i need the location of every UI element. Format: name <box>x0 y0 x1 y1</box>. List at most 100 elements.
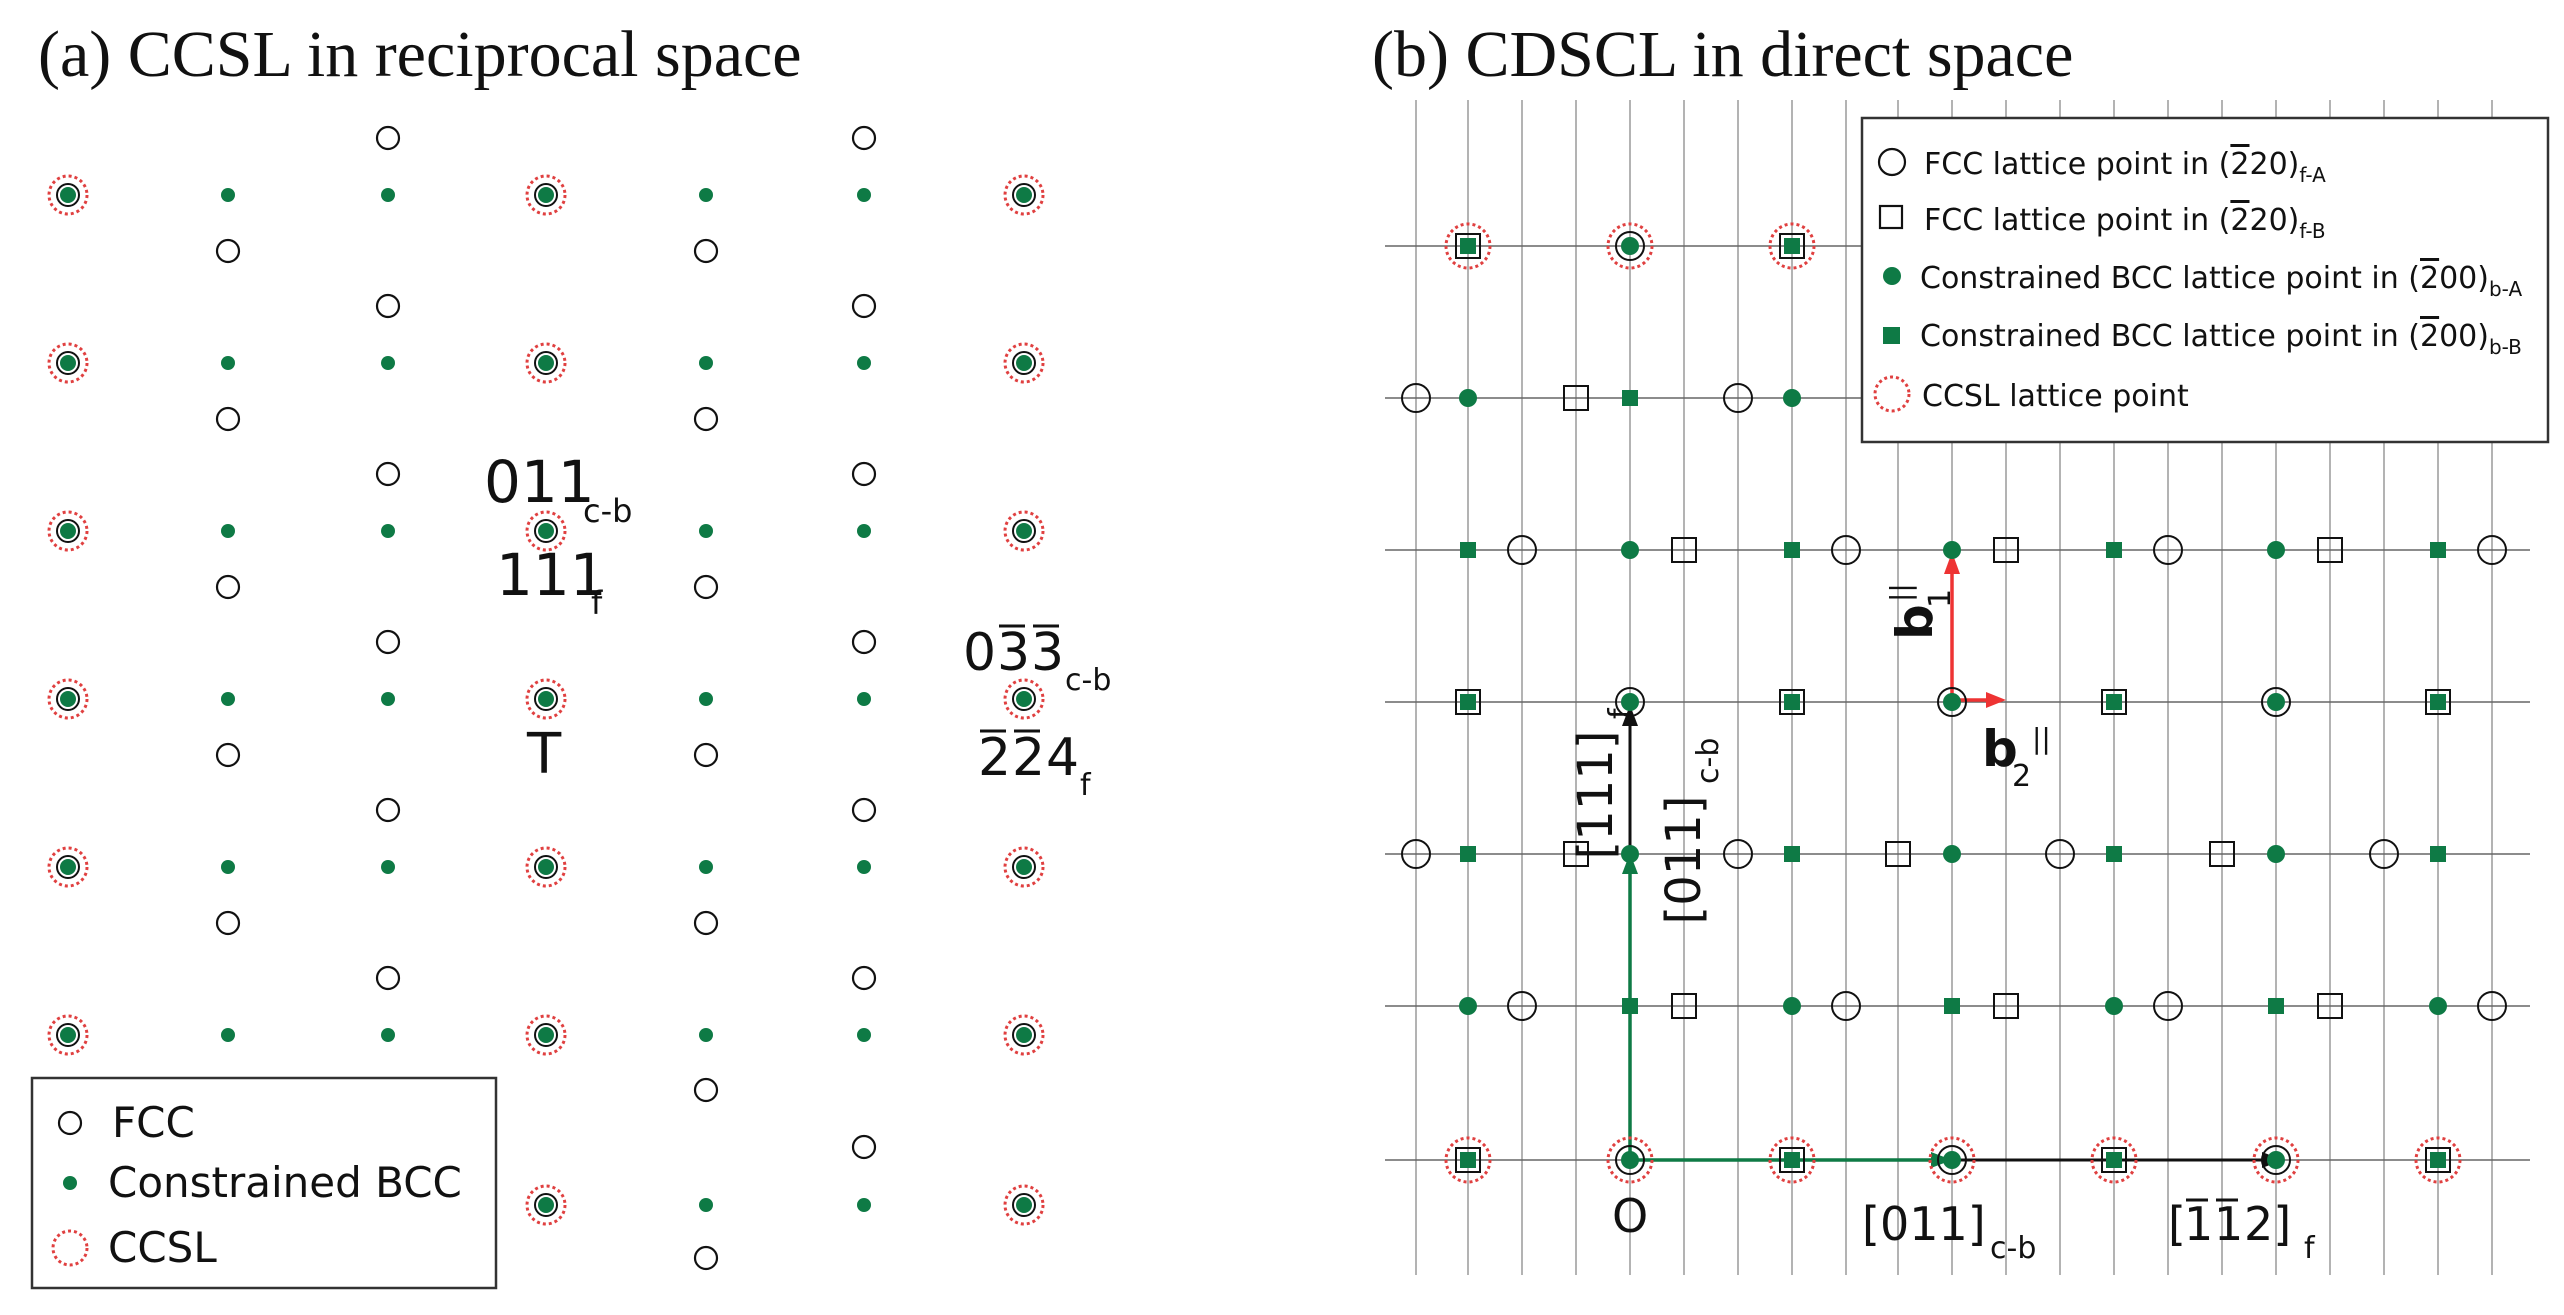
ccsl-point <box>525 174 567 216</box>
fcc-point <box>375 461 401 487</box>
ccsl-point <box>47 678 89 720</box>
label-b2-sup: || <box>2032 722 2051 755</box>
legend-fcc-b-label: FCC lattice point in (220)f-B <box>1924 203 2326 243</box>
fcc-point <box>215 406 241 432</box>
fcc-point <box>215 742 241 768</box>
fcc-point <box>56 351 80 375</box>
bcc-point <box>699 692 713 706</box>
fcc-point <box>851 125 877 151</box>
fcc-point <box>851 1134 877 1160</box>
label-011-vertical-main: [011] <box>1656 795 1712 924</box>
bcc-square-point <box>1784 542 1800 558</box>
label-112-d0: 1 <box>2184 1197 2213 1251</box>
bcc-point <box>381 524 395 538</box>
fcc-point <box>2045 839 2075 869</box>
label-T: T <box>526 722 562 787</box>
fcc-point <box>375 629 401 655</box>
label-b1-sub: 1 <box>1923 589 1958 608</box>
ccsl-point <box>525 846 567 888</box>
fcc-point <box>1507 991 1537 1021</box>
fcc-point <box>1507 535 1537 565</box>
bcc-point <box>60 1027 76 1043</box>
fcc-point <box>1401 383 1431 413</box>
label-011-horizontal-sub: c-b <box>1990 1231 2036 1266</box>
label-111-f-main: [111] <box>1568 730 1624 859</box>
ccsl-point <box>47 1014 89 1056</box>
panel-a-legend: FCC Constrained BCC CCSL <box>30 1076 498 1290</box>
label-112-rest: 2] <box>2244 1197 2291 1251</box>
fcc-point <box>2153 991 2183 1021</box>
fcc-point <box>851 797 877 823</box>
bcc-point <box>221 356 235 370</box>
bcc-point <box>1621 845 1639 863</box>
bcc-point <box>538 355 554 371</box>
fcc-square-point <box>1455 1147 1481 1173</box>
bcc-point <box>1783 389 1801 407</box>
fcc-point <box>693 910 719 936</box>
bcc-point <box>60 523 76 539</box>
bcc-point <box>1016 691 1032 707</box>
ccsl-point <box>1003 174 1045 216</box>
bcc-square-point <box>2430 1152 2446 1168</box>
bcc-point <box>381 188 395 202</box>
fcc-point <box>534 855 558 879</box>
ccsl-point <box>1003 846 1045 888</box>
bcc-point <box>699 524 713 538</box>
fcc-square-point <box>2101 689 2127 715</box>
fcc-square-point <box>1885 841 1911 867</box>
bcc-point <box>2267 1151 2285 1169</box>
panel-b: (b) CDSCL in direct space [111] f [011] … <box>1372 18 2550 1275</box>
legend-fcc-b-marker <box>1878 204 1904 230</box>
fcc-point <box>375 797 401 823</box>
fcc-point <box>693 742 719 768</box>
bcc-point <box>221 188 235 202</box>
ccsl-point <box>1606 222 1654 270</box>
panel-b-legend: FCC lattice point in (220)f-A FCC lattic… <box>1860 116 2550 444</box>
label-224-d1: 2 <box>1012 728 1045 788</box>
fcc-square-point <box>1779 689 1805 715</box>
bcc-point <box>699 860 713 874</box>
bcc-point <box>1016 1027 1032 1043</box>
bcc-square-point <box>1460 238 1476 254</box>
bcc-square-point <box>1784 846 1800 862</box>
fcc-point <box>1012 1023 1036 1047</box>
bcc-point <box>857 188 871 202</box>
fcc-square-point <box>2425 1147 2451 1173</box>
fcc-point <box>2369 839 2399 869</box>
label-011-cb-vertical: [011] c-b <box>1656 738 1726 925</box>
fcc-point <box>1401 839 1431 869</box>
bcc-point <box>60 691 76 707</box>
label-011-vertical-sub: c-b <box>1691 738 1726 784</box>
bcc-point <box>699 1198 713 1212</box>
bcc-square-point <box>1622 390 1638 406</box>
bcc-point <box>1016 523 1032 539</box>
bcc-point <box>1016 187 1032 203</box>
bcc-point <box>1783 997 1801 1015</box>
vector-011-cb-vertical-arrowhead <box>1622 853 1638 874</box>
legend-fcc-a-label: FCC lattice point in (220)f-A <box>1924 147 2326 187</box>
ccsl-point <box>47 174 89 216</box>
fcc-point <box>534 1023 558 1047</box>
fcc-square-point <box>1993 993 2019 1019</box>
bcc-point <box>857 692 871 706</box>
bcc-point <box>221 524 235 538</box>
panel-a-lattice <box>47 125 1045 1271</box>
legend-fcc-marker <box>57 1110 83 1136</box>
bcc-point <box>857 356 871 370</box>
ccsl-point <box>2090 1136 2138 1184</box>
bcc-point <box>1621 237 1639 255</box>
bcc-square-point <box>1460 846 1476 862</box>
fcc-point <box>1012 687 1036 711</box>
bcc-point <box>538 859 554 875</box>
bcc-square-point <box>2430 542 2446 558</box>
label-224-sub: f <box>1080 768 1092 803</box>
fcc-point <box>215 238 241 264</box>
ccsl-point <box>1003 510 1045 552</box>
ccsl-point <box>525 510 567 552</box>
bcc-square-point <box>1460 542 1476 558</box>
bcc-point <box>538 1027 554 1043</box>
label-b2-main: b <box>1982 720 2018 778</box>
ccsl-point <box>1003 342 1045 384</box>
bcc-point <box>1016 859 1032 875</box>
bcc-square-point <box>2430 694 2446 710</box>
